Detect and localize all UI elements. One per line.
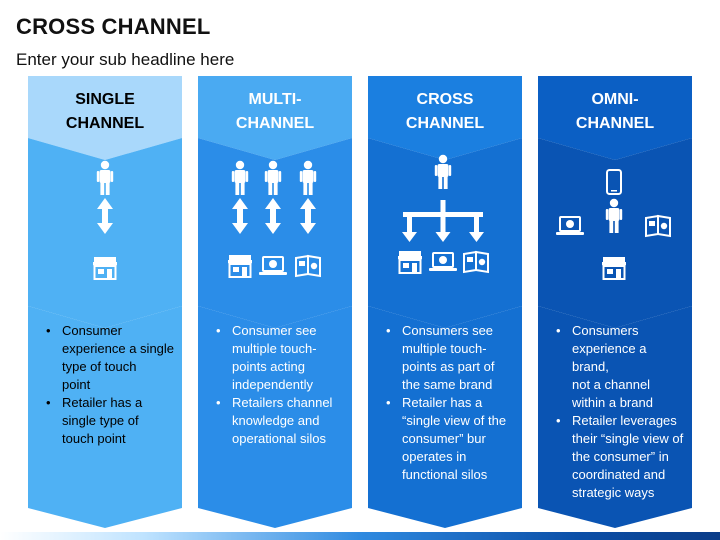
double-arrow-icon: [232, 198, 248, 234]
cross-channel-icons: [398, 154, 489, 274]
double-arrow-icon: [97, 198, 113, 234]
laptop-icon: [429, 252, 457, 271]
person-icon: [605, 198, 623, 233]
person-icon: [299, 160, 317, 195]
store-icon: [398, 251, 422, 274]
bullet-item: Retailer has a“single view of theconsume…: [386, 394, 522, 484]
person-icon: [264, 160, 282, 195]
column-heading: OMNI-CHANNEL: [575, 91, 655, 132]
branch-arrow-icon: [402, 200, 484, 242]
single-channel-icons: [93, 160, 117, 280]
store-icon: [228, 255, 252, 278]
column-heading: MULTI-CHANNEL: [235, 91, 315, 132]
double-arrow-icon: [300, 198, 316, 234]
laptop-icon: [556, 216, 584, 235]
catalog-icon: [645, 214, 671, 238]
person-icon: [96, 160, 114, 195]
catalog-icon: [295, 254, 321, 278]
double-arrow-icon: [265, 198, 281, 234]
person-icon: [231, 160, 249, 195]
multi-channel-icons: [228, 160, 321, 278]
person-icon: [434, 154, 452, 189]
page-title: CROSS CHANNEL: [16, 14, 211, 39]
store-icon: [93, 257, 117, 280]
store-icon: [602, 257, 626, 280]
omni-channel-icons: [556, 169, 671, 280]
laptop-icon: [259, 256, 287, 275]
phone-icon: [606, 169, 622, 195]
catalog-icon: [463, 250, 489, 274]
page-subtitle: Enter your sub headline here: [16, 50, 235, 69]
bottom-gradient-bar: [0, 532, 720, 540]
